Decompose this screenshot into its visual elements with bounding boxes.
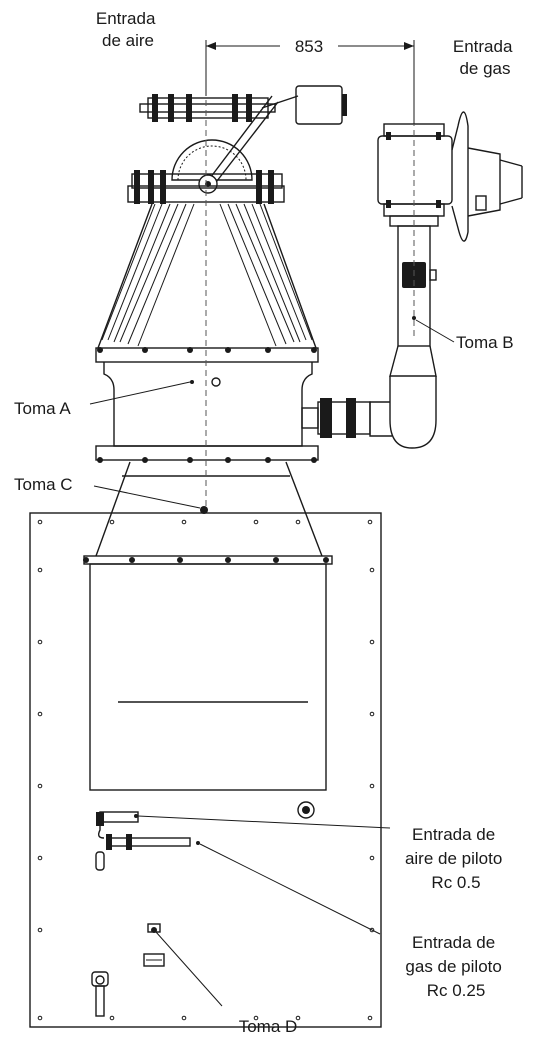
gas-inlet-label: Entrada de gas bbox=[453, 37, 517, 78]
plate-bolt-hole bbox=[181, 1015, 187, 1021]
air-inlet-label: Entrada de aire bbox=[96, 9, 160, 50]
top-flange-bolts bbox=[152, 94, 252, 122]
gas-inlet-label-line2: de gas bbox=[459, 59, 510, 78]
plate-bolt-hole bbox=[37, 711, 43, 717]
pilot-gas-label-line3: Rc 0.25 bbox=[427, 981, 486, 1000]
plate-bolt-hole bbox=[37, 783, 43, 789]
plate-bolt-holes bbox=[37, 519, 375, 1021]
air-inlet-label-line1: Entrada bbox=[96, 9, 156, 28]
pilot-assembly bbox=[91, 801, 315, 1017]
plate-bolt-hole bbox=[369, 567, 375, 573]
pilot-gas-label: Entrada de gas de piloto Rc 0.25 bbox=[405, 933, 506, 1000]
plate-bolt-hole bbox=[37, 1015, 43, 1021]
pilot-air-label-line2: aire de piloto bbox=[405, 849, 502, 868]
tap-b-label: Toma B bbox=[456, 333, 514, 352]
pilot-gas-label-line1: Entrada de bbox=[412, 933, 495, 952]
mounting-plate bbox=[29, 512, 382, 1028]
upper-burner-body bbox=[95, 347, 319, 463]
plate-bolt-hole bbox=[367, 1015, 373, 1021]
gas-train bbox=[301, 111, 523, 449]
air-inlet-label-line2: de aire bbox=[102, 31, 154, 50]
plate-bolt-hole bbox=[369, 639, 375, 645]
plate-bolt-hole bbox=[253, 519, 259, 525]
pilot-air-label: Entrada de aire de piloto Rc 0.5 bbox=[405, 825, 507, 892]
plate-bolt-hole bbox=[109, 519, 115, 525]
lower-flange-bolts bbox=[134, 170, 274, 204]
plate-bolt-hole bbox=[369, 783, 375, 789]
leader-lines bbox=[89, 316, 455, 1007]
tap-a-label: Toma A bbox=[14, 399, 71, 418]
air-inlet-damper bbox=[127, 85, 347, 204]
plate-bolt-hole bbox=[369, 855, 375, 861]
pilot-gas-label-line2: gas de piloto bbox=[405, 957, 501, 976]
plate-bolt-hole bbox=[109, 1015, 115, 1021]
air-inlet-cone bbox=[97, 203, 317, 349]
gas-valve-bolts bbox=[386, 132, 441, 208]
lower-cone-and-tube bbox=[83, 461, 333, 791]
plate-bolt-hole bbox=[181, 519, 187, 525]
plate-bolt-hole bbox=[37, 567, 43, 573]
dimension-853: 853 bbox=[205, 37, 415, 512]
plate-bolt-hole bbox=[37, 855, 43, 861]
plate-bolt-hole bbox=[295, 1015, 301, 1021]
plate-bolt-hole bbox=[37, 927, 43, 933]
plate-bolt-hole bbox=[253, 1015, 259, 1021]
plate-bolt-hole bbox=[369, 711, 375, 717]
plate-bolt-hole bbox=[37, 519, 43, 525]
dimension-label: 853 bbox=[295, 37, 323, 56]
plate-bolt-hole bbox=[37, 639, 43, 645]
labels: Entrada de aire Entrada de gas Toma A To… bbox=[14, 9, 517, 1036]
plate-bolt-hole bbox=[295, 519, 301, 525]
pilot-air-label-line3: Rc 0.5 bbox=[431, 873, 480, 892]
plate-bolt-hole bbox=[367, 519, 373, 525]
pilot-air-label-line1: Entrada de bbox=[412, 825, 495, 844]
plate-bolt-hole bbox=[369, 927, 375, 933]
gas-inlet-label-line1: Entrada bbox=[453, 37, 513, 56]
tube-flange-bolts bbox=[83, 557, 329, 563]
tap-c-label: Toma C bbox=[14, 475, 73, 494]
tap-d-label: Toma D bbox=[239, 1017, 298, 1036]
body-flange-bolts bbox=[97, 347, 317, 463]
